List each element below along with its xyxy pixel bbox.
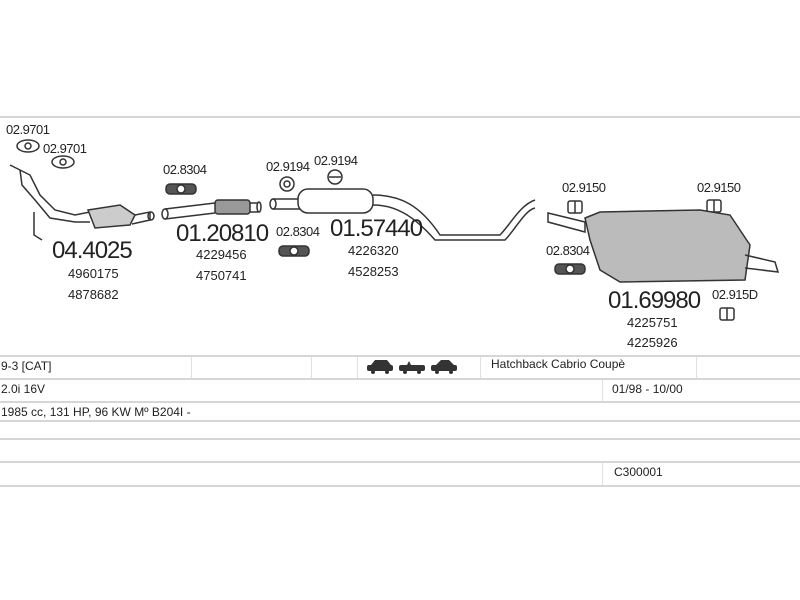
divider — [0, 438, 800, 440]
part-number: 01.57440 — [330, 215, 423, 242]
coupe-icon — [431, 360, 457, 374]
rubber-mount-icon — [719, 307, 735, 321]
part-number: 01.20810 — [176, 220, 269, 247]
divider — [0, 461, 800, 463]
rubber-ref: 02.9150 — [697, 180, 741, 195]
part-number: 01.69980 — [608, 287, 701, 314]
part-number: 04.4025 — [52, 237, 133, 264]
rubber-mount-icon — [327, 169, 343, 185]
divider — [0, 378, 800, 380]
rubber-mount-icon — [279, 176, 295, 192]
oem-number: 4878682 — [68, 287, 119, 302]
divider — [0, 116, 800, 118]
rubber-mount-icon — [567, 200, 583, 214]
gasket-ref: 02.9701 — [6, 122, 50, 137]
catalytic-converter-icon — [9, 164, 155, 241]
front-pipe-icon — [161, 199, 262, 220]
rubber-ref: 02.915D — [712, 287, 758, 302]
divider — [0, 355, 800, 357]
oem-number: 4226320 — [348, 243, 399, 258]
parts-drawing — [9, 139, 780, 321]
clamp-ref: 02.8304 — [546, 243, 590, 258]
engine-specs: 1985 cc, 131 HP, 96 KW Mº B204I - — [1, 405, 191, 419]
cabrio-icon — [399, 361, 425, 374]
clamp-ref: 02.8304 — [276, 224, 320, 239]
gasket-ref: 02.9701 — [43, 141, 87, 156]
oem-number: 4960175 — [68, 266, 119, 281]
hatchback-icon — [367, 360, 393, 374]
rear-silencer-icon — [547, 209, 780, 283]
clamp-icon — [278, 245, 310, 257]
clamp-icon — [165, 183, 197, 195]
catalog-code: C300001 — [614, 465, 663, 479]
engine: 2.0i 16V — [1, 382, 46, 396]
rubber-ref: 02.9194 — [266, 159, 310, 174]
oem-number: 4750741 — [196, 268, 247, 283]
oem-number: 4229456 — [196, 247, 247, 262]
clamp-ref: 02.8304 — [163, 162, 207, 177]
oem-number: 4528253 — [348, 264, 399, 279]
oem-number: 4225751 — [627, 315, 678, 330]
rubber-ref: 02.9150 — [562, 180, 606, 195]
model: 9-3 [CAT] — [1, 359, 52, 373]
clamp-icon — [554, 263, 586, 275]
middle-silencer-icon — [269, 188, 536, 241]
body-type-icons — [367, 360, 457, 374]
rubber-ref: 02.9194 — [314, 153, 358, 168]
years: 01/98 - 10/00 — [612, 382, 683, 396]
body-types: Hatchback Cabrio Coupè — [491, 357, 626, 371]
divider — [0, 485, 800, 487]
divider — [0, 401, 800, 403]
oem-number: 4225926 — [627, 335, 678, 350]
divider — [0, 420, 800, 422]
gasket-icon — [51, 155, 75, 169]
rubber-mount-icon — [706, 199, 722, 213]
gasket-icon — [16, 139, 40, 153]
